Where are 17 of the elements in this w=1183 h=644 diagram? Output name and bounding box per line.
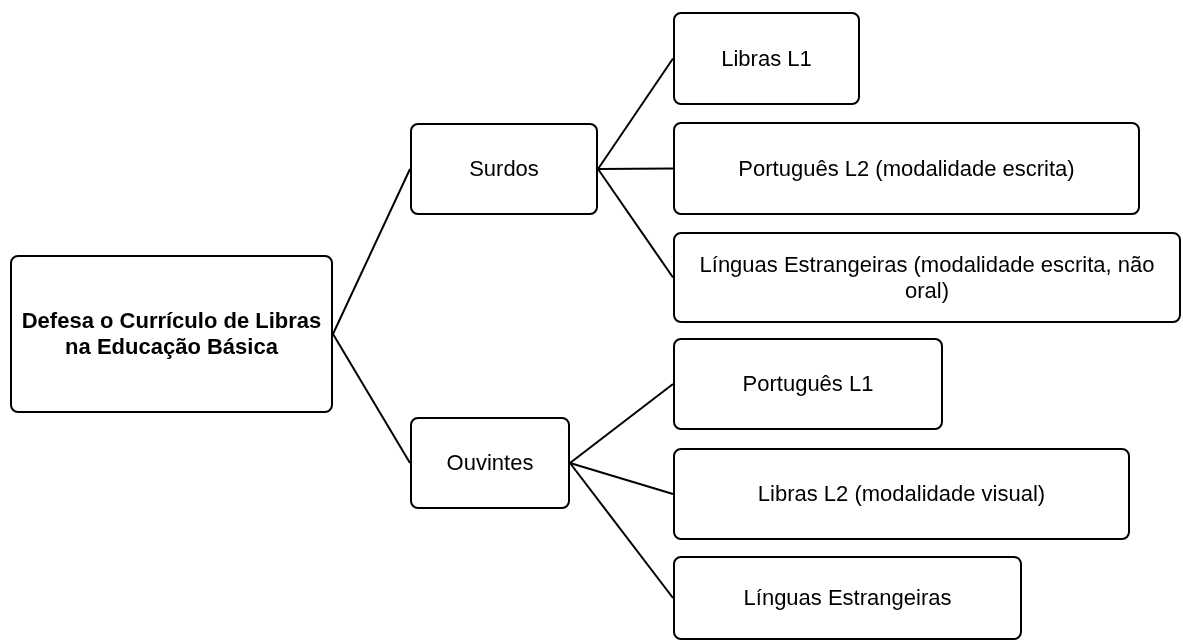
topic-box: Libras L1 [673, 12, 860, 105]
topic-box: Português L2 (modalidade escrita) [673, 122, 1140, 215]
connector-line [597, 167, 674, 170]
topic-box: Libras L2 (modalidade visual) [673, 448, 1130, 540]
connector-line [332, 168, 411, 335]
topic-box: Português L1 [673, 338, 943, 430]
topic-box: Línguas Estrangeiras (modalidade escrita, não oral) [673, 232, 1181, 323]
connector-line [597, 168, 674, 279]
topic-box: Ouvintes [410, 417, 570, 509]
connector-line [332, 333, 411, 464]
topic-box: Surdos [410, 123, 598, 215]
connector-line [597, 57, 674, 170]
connector-line [569, 383, 674, 464]
connector-line [569, 462, 674, 495]
connector-line [569, 462, 674, 599]
root-box: Defesa o Currículo de Libras na Educação Básica [10, 255, 333, 413]
topic-box: Línguas Estrangeiras [673, 556, 1022, 640]
